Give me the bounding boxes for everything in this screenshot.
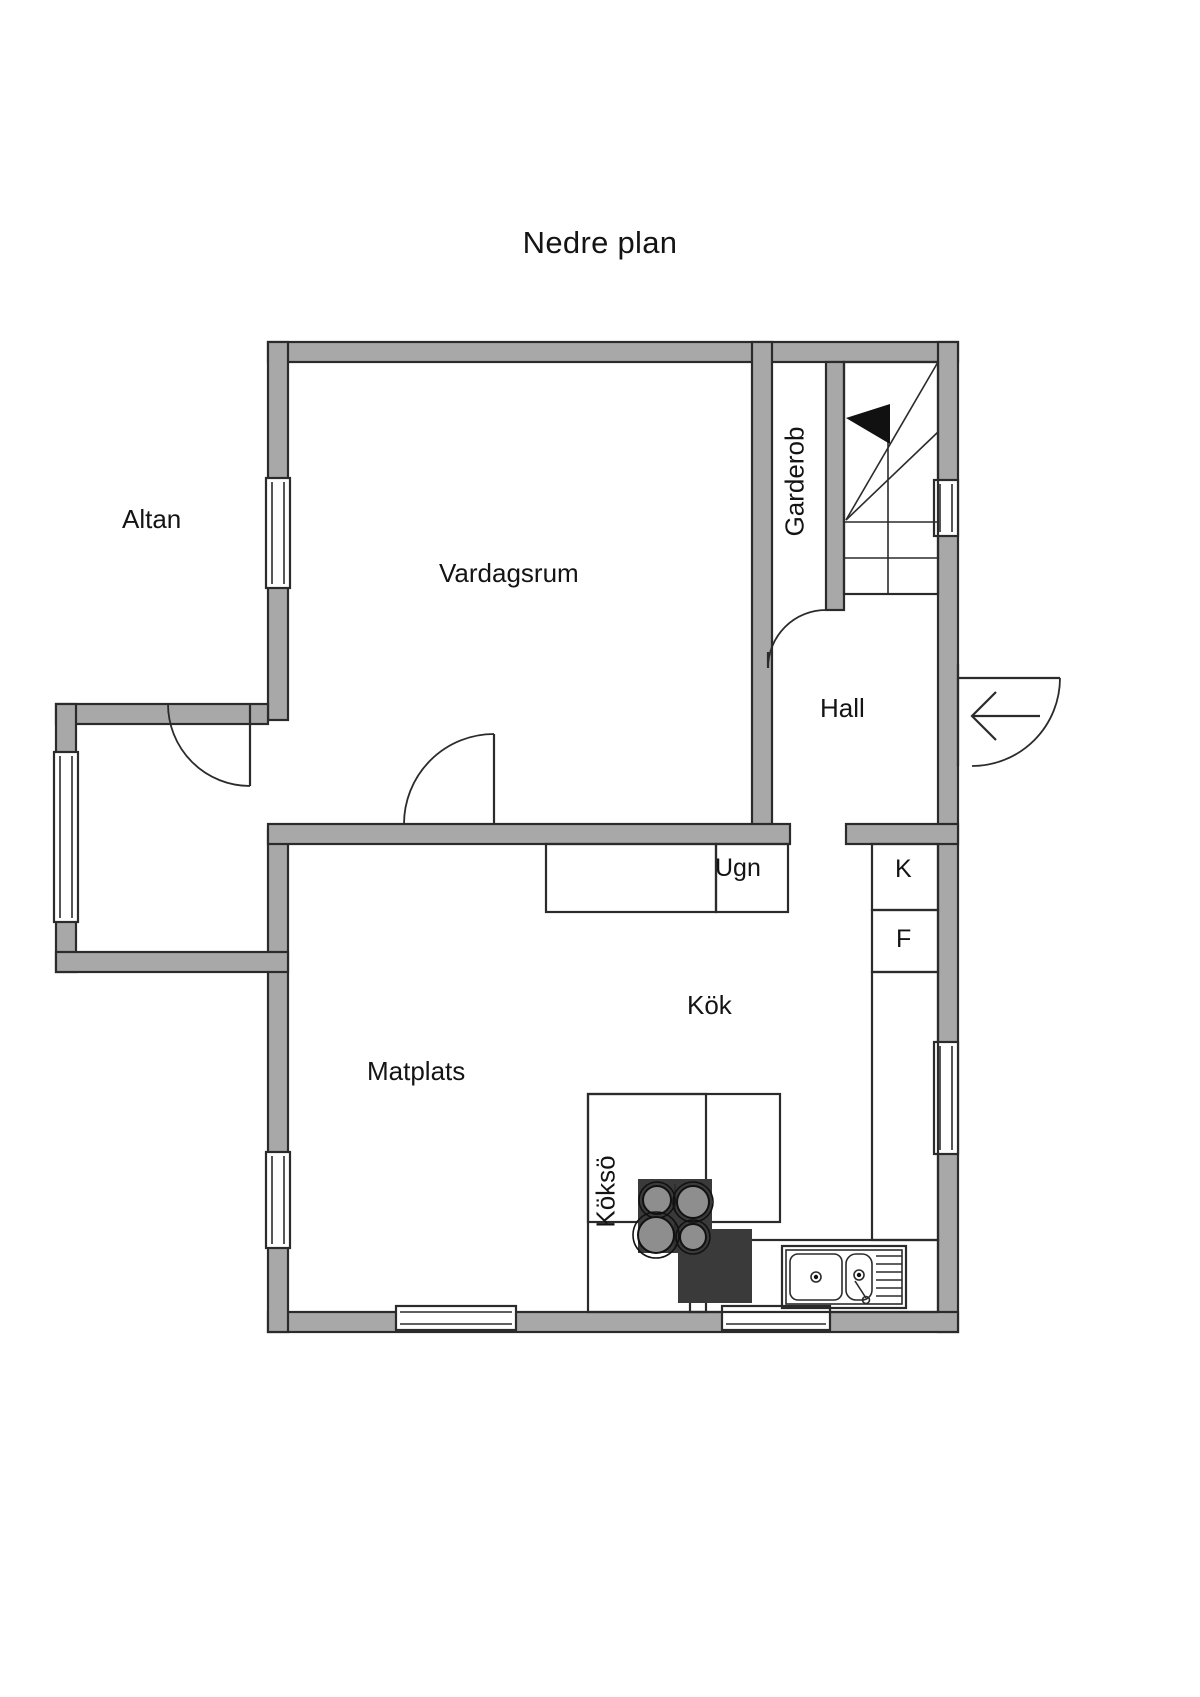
- entry-direction-arrow: [970, 691, 1040, 741]
- doors: [167, 609, 1061, 825]
- room-label-altan: Altan: [122, 504, 182, 534]
- room-label-garderob: Garderob: [779, 426, 810, 537]
- room-label-vardagsrum: Vardagsrum: [439, 558, 579, 588]
- windows: [52, 476, 960, 1332]
- fixture-label-refrigerator: K: [895, 855, 912, 883]
- fixture-label-freezer: F: [896, 925, 912, 953]
- room-label-hall: Hall: [820, 693, 865, 723]
- oven-box: [714, 842, 790, 914]
- kitchen-sink: [780, 1244, 908, 1310]
- walls: [54, 340, 960, 1334]
- staircase: [842, 360, 940, 596]
- room-label-kok: Kök: [687, 990, 732, 1020]
- fixture-label-oven: Ugn: [715, 854, 761, 882]
- cooktop-positioned: [632, 1179, 714, 1259]
- fixture-label-kitchen-island: Köksö: [590, 1155, 621, 1228]
- room-label-matplats: Matplats: [367, 1056, 466, 1086]
- page-title: Nedre plan: [522, 225, 678, 260]
